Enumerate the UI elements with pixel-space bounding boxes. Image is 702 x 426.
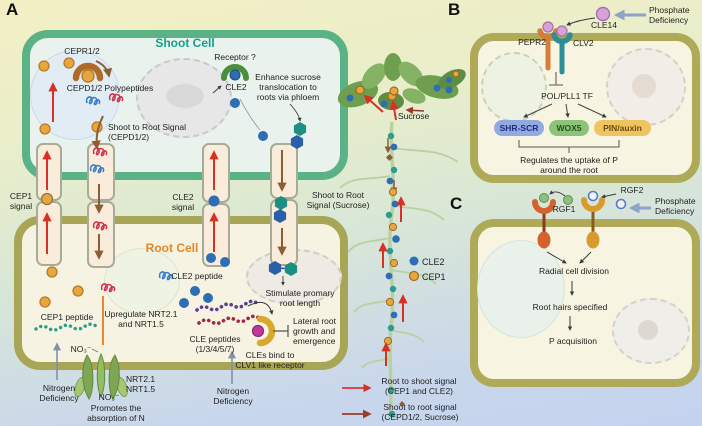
cle2-signal-label: CLE2 signal: [171, 192, 195, 213]
rgf2-peptide-icon: [615, 198, 627, 210]
plant-illustration: [337, 53, 466, 419]
rgf1-label: RGF1: [552, 204, 576, 214]
phosphate-deficiency-b-label: Phosphate Deficiency: [649, 5, 690, 26]
legend-red-label: Root to shoot signal (CEP1 and CLE2): [381, 376, 457, 397]
shoot-nucleolus: [166, 84, 204, 108]
cepr12-label: CEPR1/2: [64, 46, 100, 56]
plant-cep1-label: CEP1: [422, 272, 446, 282]
plant-cle2-label: CLE2: [422, 257, 445, 267]
cle14-label: CLE14: [591, 20, 617, 30]
vessel-cepd-top: [87, 143, 115, 201]
panel-a-label: A: [6, 0, 19, 19]
shr-scr-node: SHR-SCR: [494, 120, 544, 136]
cle2-peptide-label: CLE2 peptide: [171, 271, 223, 281]
cep1-peptide-label: CEP1 peptide: [40, 312, 94, 322]
vessel-cle2-bottom: [202, 203, 230, 267]
vessel-cep1-bottom: [36, 201, 62, 266]
cep1-signal-label: CEP1 signal: [9, 191, 33, 212]
promotes-label: Promotes the absorption of N: [87, 403, 145, 424]
cle-peptides-label: CLE peptides (1/3/4/5/7): [189, 334, 241, 355]
vessel-cepd-bottom: [87, 201, 115, 268]
upregulate-label: Upregulate NRT2.1 and NRT1.5: [104, 309, 178, 330]
no3-lower-label: NO₃⁻: [98, 392, 120, 402]
pin-auxin-node: PIN/auxin: [594, 120, 651, 136]
enhance-sucrose-label: Enhance sucrose translocation to roots v…: [255, 72, 321, 103]
lateral-root-label: Lateral root growth and emergence: [293, 316, 336, 347]
nitrogen-deficiency-left-label: Nitrogen Deficiency: [39, 383, 79, 404]
cle2-label: CLE2: [225, 82, 247, 92]
sucrose-label: Sucrose: [398, 111, 430, 121]
vessel-cle2-top: [202, 143, 230, 203]
no3-upper-label: NO₃⁻: [70, 344, 92, 354]
cle2-legend-dot: [409, 256, 419, 266]
shoot-to-root-cepd-label: Shoot to Root Signal (CEPD1/2): [108, 122, 186, 143]
rgf2-bind-arrow: [601, 193, 617, 199]
cles-bind-label: CLEs bind to CLV1 like receptor: [235, 350, 305, 371]
phosphate-deficiency-c-label: Phosphate Deficiency: [655, 196, 696, 217]
root-cell-title: Root Cell: [145, 241, 199, 255]
p-acquisition-label: P acquisition: [548, 336, 598, 346]
wox5-node: WOX5: [549, 120, 589, 136]
radial-division-label: Radial cell division: [539, 266, 609, 276]
pol-pll1-label: POL/PLL1 TF: [541, 91, 593, 101]
receptor-question-label: Receptor ?: [214, 52, 256, 62]
panel-b-label: B: [448, 0, 461, 19]
c-right-nucleolus: [638, 320, 658, 340]
nrt-channel-label: NRT2.1 NRT1.5: [126, 374, 156, 395]
rgf2-label: RGF2: [620, 185, 644, 195]
root-vacuole: [104, 248, 180, 314]
regulates-label: Regulates the uptake of P around the roo…: [520, 155, 618, 176]
shoot-to-root-sucrose-label: Shoot to Root Signal (Sucrose): [306, 190, 370, 211]
legend-darkred-label: Shoot to root signal (CEPD1/2, Sucrose): [381, 402, 459, 423]
b-right-nucleus: [606, 48, 686, 126]
b-left-nucleus: [481, 52, 547, 122]
stimulate-label: Stimulate promary root length: [265, 288, 335, 309]
clv2-label: CLV2: [573, 38, 594, 48]
root-signal-dots: [385, 132, 398, 418]
shoot-cell-title: Shoot Cell: [155, 36, 215, 50]
cep1-legend-dot: [408, 270, 420, 282]
root-hairs-label: Root hairs specified: [532, 302, 608, 312]
shoot-left-cell: [30, 50, 120, 140]
pepr2-label: PEPR2: [518, 37, 546, 47]
b-right-nucleolus: [632, 74, 656, 98]
c-left-cell: [477, 240, 565, 338]
cepd-polypeptides-label: CEPD1/2 Polypeptides: [66, 83, 154, 93]
nitrogen-deficiency-mid-label: Nitrogen Deficiency: [213, 386, 253, 407]
panel-c-label: C: [450, 194, 463, 213]
cle14-peptide-icon: [595, 6, 611, 22]
rgf1-bind-arrow: [549, 190, 566, 197]
